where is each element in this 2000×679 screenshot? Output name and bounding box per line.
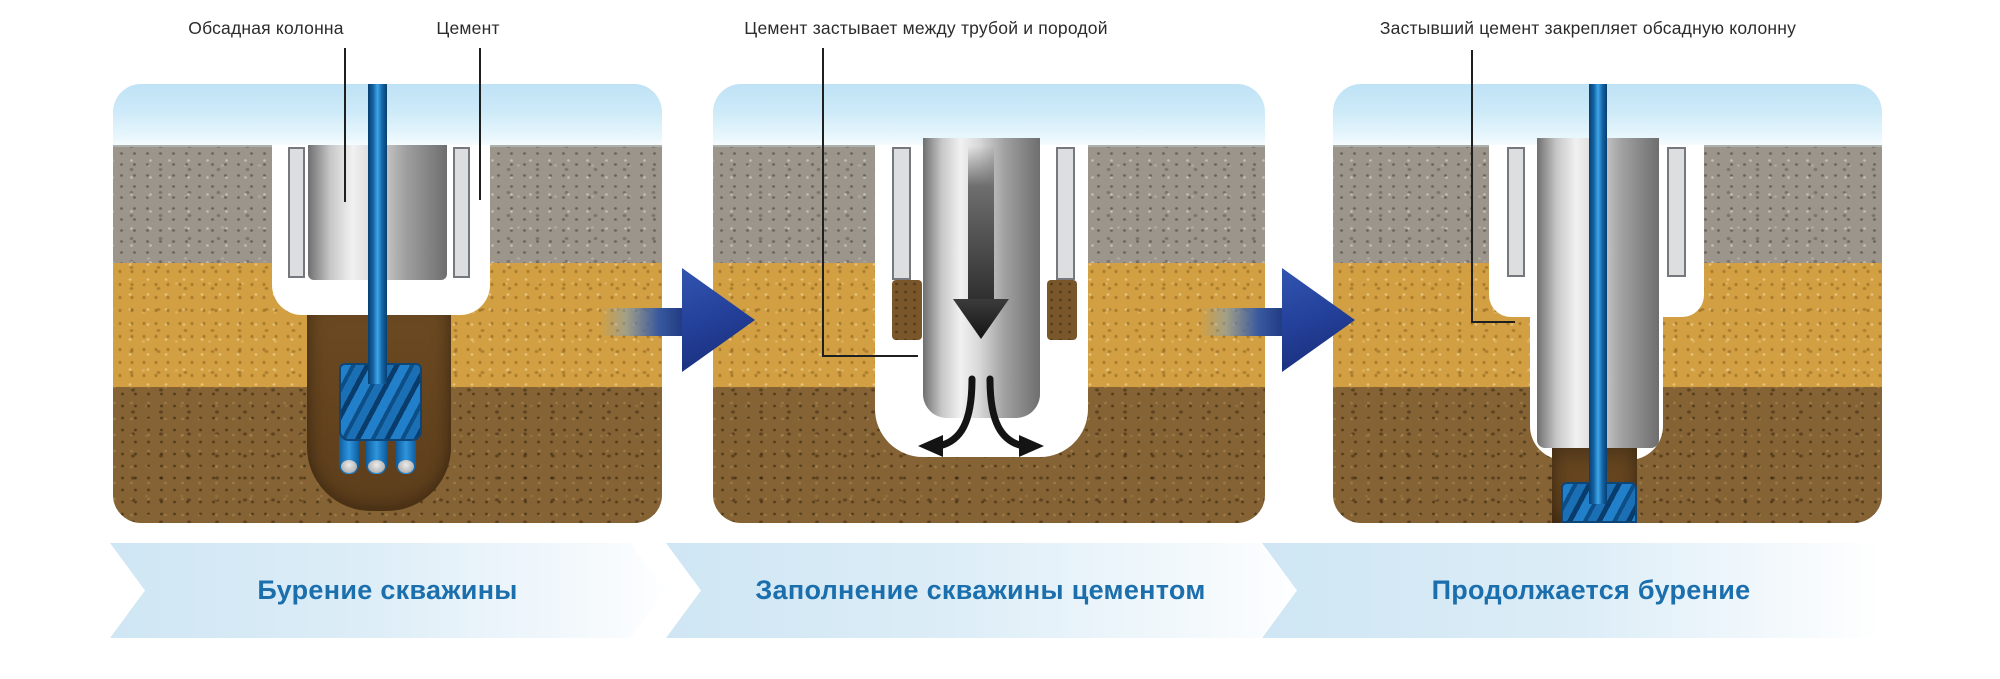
step-banner-drilling: Бурение скважины — [110, 543, 665, 638]
mud-pocket-left — [892, 280, 922, 340]
sky-layer — [713, 84, 1265, 145]
cement-strip-left — [892, 147, 911, 280]
step-banner-drilling-continues: Продолжается бурение — [1262, 543, 1900, 638]
pointer-line-casing — [344, 48, 346, 202]
step-caption: Заполнение скважины цементом — [755, 575, 1206, 605]
callout-cement-setting-label: Цемент застывает между трубой и породой — [744, 18, 1108, 38]
pointer-line-cement — [479, 48, 481, 200]
step-arrow-1 — [600, 268, 757, 372]
pointer-line-set-horizontal — [1471, 321, 1515, 323]
panel-drilling-continues — [1333, 84, 1882, 523]
drill-tooth — [396, 434, 416, 474]
drill-rod — [1589, 84, 1607, 504]
step-caption: Продолжается бурение — [1431, 575, 1751, 605]
step-arrow-head — [1282, 268, 1355, 372]
callout-cement-label: Цемент — [436, 18, 500, 38]
step-arrow-2 — [1200, 268, 1357, 372]
cement-outflow-arrows — [918, 375, 1044, 457]
drill-tooth — [339, 434, 359, 474]
step-arrow-head — [682, 268, 755, 372]
callout-cement-set-label: Застывший цемент закрепляет обсадную кол… — [1379, 18, 1797, 38]
cement-flow-down-arrow-shaft — [968, 146, 994, 301]
step-arrow-tail — [1200, 308, 1285, 336]
mud-pocket-right — [1047, 280, 1077, 340]
cement-strip-left — [288, 147, 305, 278]
cement-strip-right — [1667, 147, 1686, 277]
pointer-line-set-vertical — [1471, 50, 1473, 323]
sky-layer — [1333, 84, 1882, 145]
pointer-line-setting-horizontal — [822, 355, 918, 357]
panel-drilling — [113, 84, 662, 523]
step-caption: Бурение скважины — [257, 575, 518, 605]
panel-cementing — [713, 84, 1265, 523]
cement-strip-right — [1056, 147, 1075, 280]
drill-rod — [368, 84, 387, 384]
pointer-line-setting-vertical — [822, 48, 824, 357]
sky-layer — [113, 84, 662, 145]
cement-strip-left — [1507, 147, 1525, 277]
cement-strip-right — [453, 147, 470, 278]
callout-casing-label: Обсадная колонна — [188, 18, 344, 38]
step-banner-cementing: Заполнение скважины цементом — [666, 543, 1295, 638]
step-arrow-tail — [600, 308, 685, 336]
drill-tooth — [366, 434, 387, 474]
